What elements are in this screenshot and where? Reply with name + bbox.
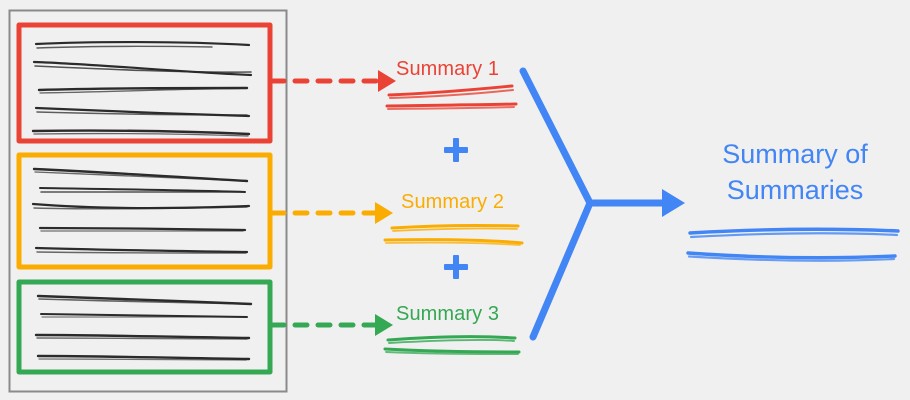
source-section-green-border [16, 279, 273, 375]
merge-arrow-head [662, 189, 685, 217]
summary-1-underlines [385, 84, 518, 110]
arrow-to-summary-3[interactable] [269, 314, 393, 336]
summary-2-label: Summary 2 [401, 191, 505, 213]
final-output-label-line-1: Summary of [722, 139, 868, 169]
merge-arrow[interactable] [519, 67, 685, 341]
summary-1-label: Summary 1 [396, 58, 500, 80]
source-section-orange[interactable] [16, 152, 273, 270]
arrow-to-summary-3-head [375, 314, 393, 336]
merge-arrow-branch-bottom [529, 199, 594, 341]
plus-operator-2 [444, 255, 468, 279]
source-section-red-text-lines [31, 40, 253, 137]
arrow-to-summary-2[interactable] [269, 202, 393, 224]
summary-3-underlines [383, 335, 521, 355]
arrow-to-summary-1[interactable] [269, 70, 396, 92]
final-output-label-line-2: Summaries [726, 175, 864, 205]
merge-arrow-branch-top [519, 67, 594, 207]
summary-2-underlines [383, 223, 524, 246]
arrow-to-summary-2-head [375, 202, 393, 224]
source-section-red-border [16, 22, 273, 144]
source-section-green-text-lines [34, 294, 253, 361]
source-section-green[interactable] [16, 279, 273, 375]
source-section-red[interactable] [16, 22, 273, 144]
source-section-orange-border [16, 152, 273, 270]
plus-operator-1 [444, 138, 468, 162]
summary-3-label: Summary 3 [396, 303, 500, 325]
arrow-to-summary-1-head [378, 70, 396, 92]
final-output-underlines [686, 227, 900, 262]
source-section-orange-text-lines [31, 167, 251, 254]
final-output-label: Summary of Summaries [700, 136, 890, 208]
